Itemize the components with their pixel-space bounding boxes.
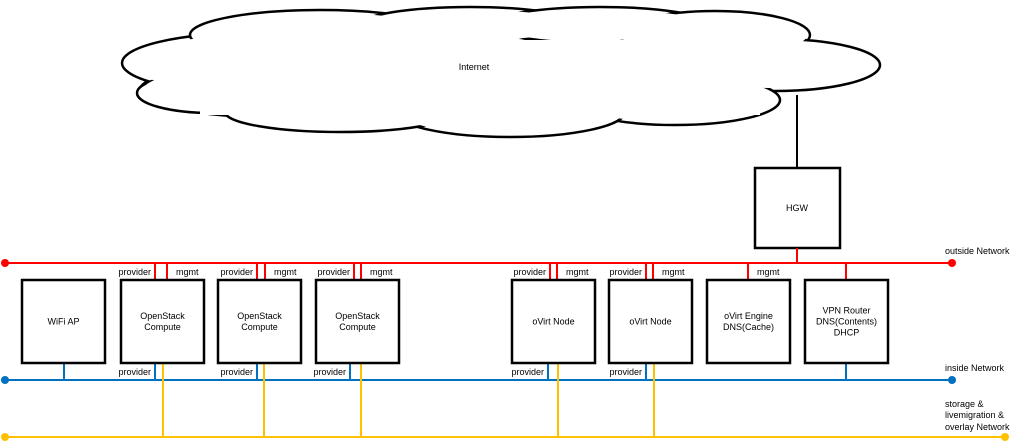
hgw-label: HGW — [786, 203, 809, 213]
mgmt-label: mgmt — [370, 267, 393, 277]
node-label: OpenStack — [140, 311, 185, 321]
mgmt-label: mgmt — [176, 267, 199, 277]
hgw-box: HGW — [753, 166, 842, 250]
node-rect — [803, 278, 890, 365]
inside-provider-label: provider — [118, 367, 151, 377]
provider-label: provider — [317, 267, 350, 277]
node-label: oVirt Engine — [724, 311, 773, 321]
node-label: OpenStack — [237, 311, 282, 321]
node-label: DNS(Cache) — [723, 322, 774, 332]
node-box-6: oVirt Node provider mgmt provider — [607, 267, 694, 377]
node-rect — [216, 278, 303, 365]
inside-network: inside Network — [1, 363, 1005, 384]
node-rect — [705, 278, 792, 365]
provider-label: provider — [513, 267, 546, 277]
node-rect — [314, 278, 401, 365]
node-rect — [510, 278, 597, 365]
node-label: Compute — [241, 322, 278, 332]
mgmt-label: mgmt — [274, 267, 297, 277]
node-rect — [20, 278, 107, 365]
storage-network-label-1: storage & — [945, 399, 984, 409]
node-label: DNS(Contents) — [816, 317, 877, 327]
inside-provider-label: provider — [220, 367, 253, 377]
node-box-5: oVirt Node provider mgmt provider — [510, 267, 597, 377]
provider-label: provider — [118, 267, 151, 277]
node-box-1: WiFi AP — [20, 278, 107, 365]
node-label: Compute — [339, 322, 376, 332]
storage-network-label-2: livemigration & — [945, 410, 1004, 420]
node-links — [63, 263, 847, 437]
mgmt-label: mgmt — [757, 267, 780, 277]
provider-label: provider — [609, 267, 642, 277]
inside-provider-label: provider — [609, 367, 642, 377]
storage-network: storage & livemigration & overlay Networ… — [1, 399, 1010, 441]
node-label: oVirt Node — [629, 317, 671, 327]
node-rect — [119, 278, 206, 365]
internet-cloud: Internet — [120, 5, 882, 139]
node-label: oVirt Node — [532, 317, 574, 327]
node-label: VPN Router — [822, 306, 870, 316]
outside-network: outside Network — [1, 246, 1010, 267]
mgmt-label: mgmt — [662, 267, 685, 277]
outside-network-label: outside Network — [945, 246, 1010, 256]
storage-network-label-3: overlay Network — [945, 422, 1010, 432]
inside-network-label: inside Network — [945, 363, 1005, 373]
provider-label: provider — [220, 267, 253, 277]
mgmt-label: mgmt — [566, 267, 589, 277]
node-label: OpenStack — [335, 311, 380, 321]
node-rect — [607, 278, 694, 365]
inside-provider-label: provider — [313, 367, 346, 377]
internet-label: Internet — [459, 62, 490, 72]
node-label: WiFi AP — [47, 317, 79, 327]
node-label: DHCP — [834, 328, 860, 338]
inside-provider-label: provider — [511, 367, 544, 377]
node-label: Compute — [144, 322, 181, 332]
